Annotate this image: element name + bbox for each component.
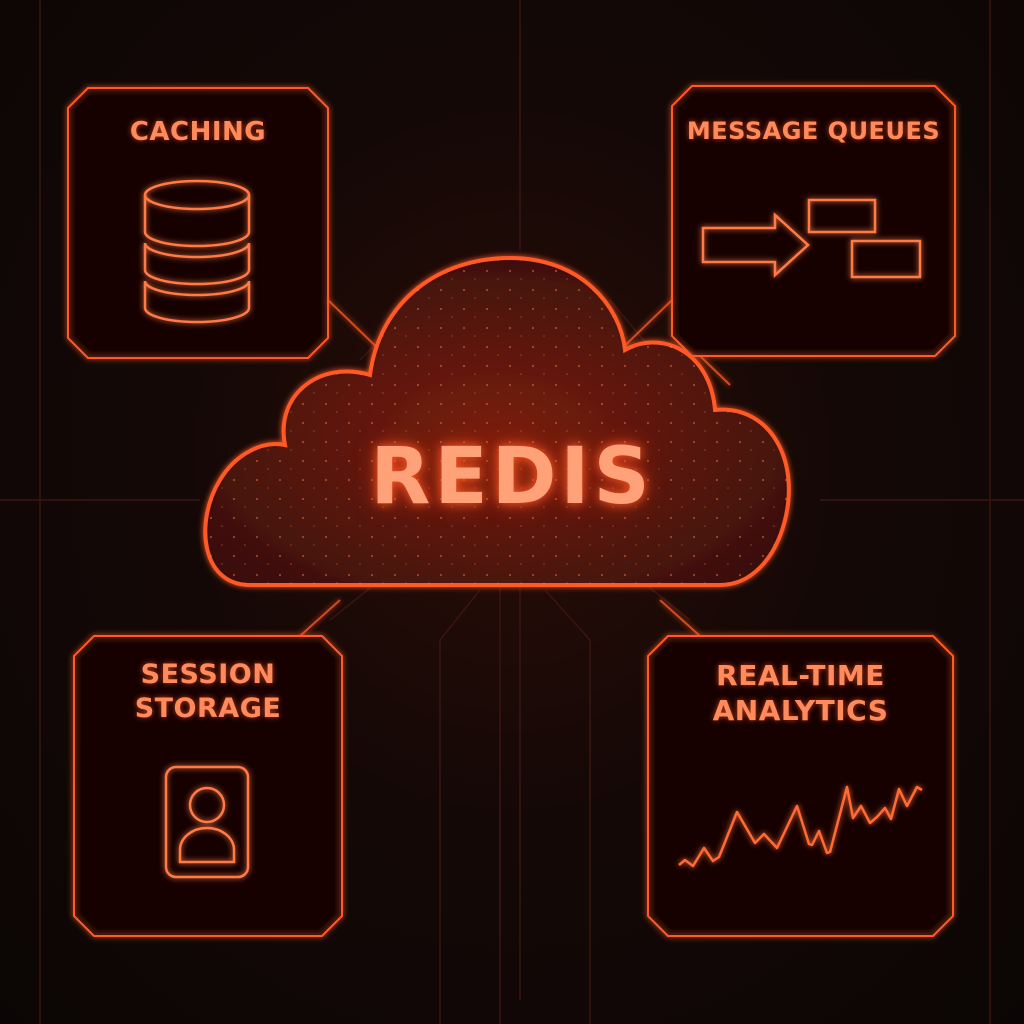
session-storage-label: SESSION STORAGE bbox=[74, 658, 342, 726]
analytics-label-line1: REAL-TIME bbox=[716, 659, 885, 692]
session-label-line2: STORAGE bbox=[134, 692, 282, 724]
redis-title: REDIS bbox=[370, 432, 654, 522]
database-icon bbox=[143, 179, 251, 324]
message-queues-panel bbox=[671, 85, 956, 357]
caching-label: CACHING bbox=[129, 117, 267, 147]
redis-cloud bbox=[203, 255, 791, 587]
queue-icon bbox=[701, 198, 922, 279]
session-storage-panel bbox=[73, 635, 343, 937]
session-label-line1: SESSION bbox=[140, 659, 276, 690]
line-chart-icon bbox=[678, 785, 923, 868]
message-queues-label: MESSAGE QUEUES bbox=[686, 117, 941, 145]
analytics-label: REAL-TIME ANALYTICS bbox=[648, 658, 953, 728]
analytics-label-line2: ANALYTICS bbox=[712, 694, 889, 727]
analytics-panel bbox=[647, 635, 954, 937]
user-icon bbox=[164, 765, 250, 879]
caching-panel bbox=[67, 87, 329, 359]
